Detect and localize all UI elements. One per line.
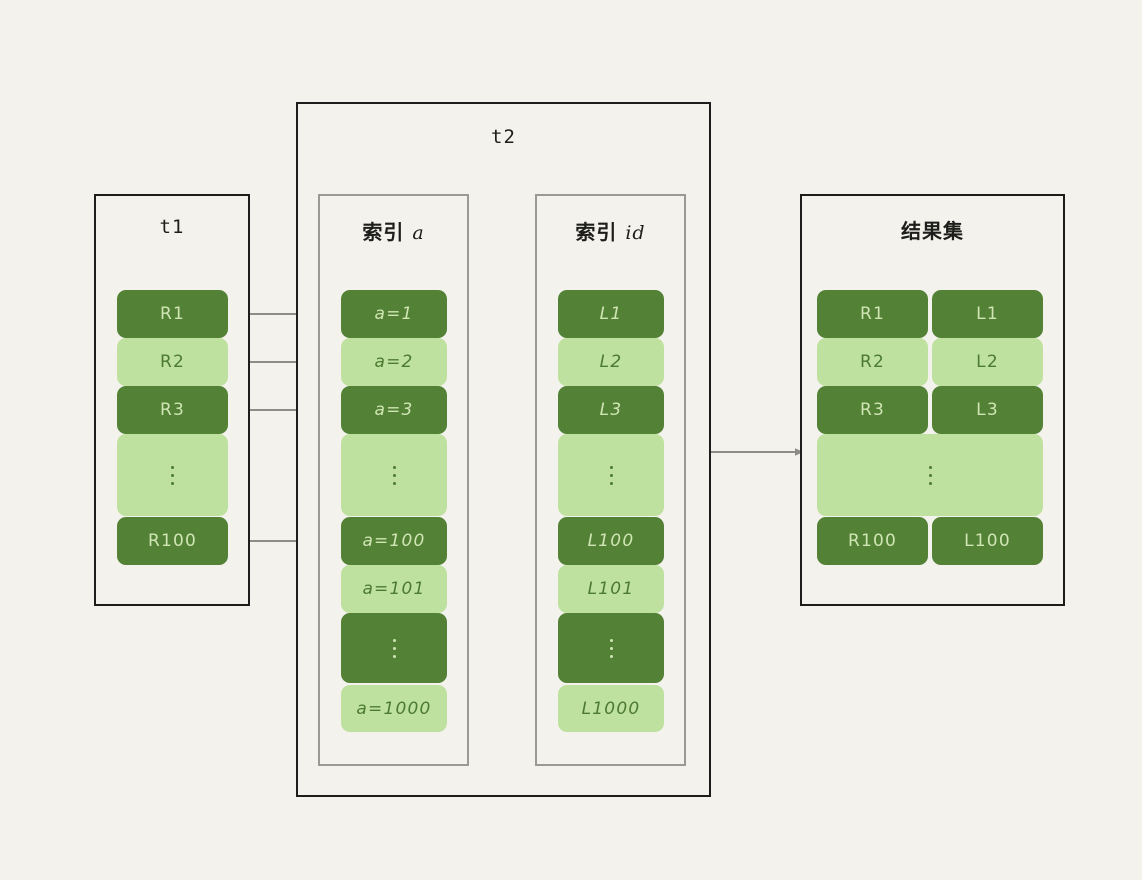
cell-label: L2 [976,352,999,372]
cell-index-a-0[interactable]: a=1 [341,290,447,338]
subframe-index-id-title-latin: id [625,222,646,244]
cell-label: R1 [159,304,186,324]
cell-label: L101 [587,579,635,599]
cell-label: a=3 [374,400,414,420]
cell-label: a=100 [362,531,426,551]
cell-label: a=101 [362,579,426,599]
cell-t1-1[interactable]: R2 [117,338,228,386]
cell-label: L100 [587,531,635,551]
subframe-index-id-title-cjk: 索引 [575,220,618,244]
cell-label: a=1 [374,304,414,324]
cell-label: L100 [964,531,1011,551]
cell-index-id-6[interactable] [558,613,664,683]
cell-label: R2 [859,352,886,372]
cell-t1-0[interactable]: R1 [117,290,228,338]
cell-label: L1000 [581,698,641,719]
frame-result-set-title: 结果集 [901,219,964,243]
cell-index-id-7[interactable]: L1000 [558,685,664,732]
cell-index-a-1[interactable]: a=2 [341,338,447,386]
cell-t1-4[interactable]: R100 [117,517,228,565]
subframe-index-a-title-cjk: 索引 [362,220,405,244]
cell-index-id-5[interactable]: L101 [558,565,664,613]
cell-index-id-1[interactable]: L2 [558,338,664,386]
cell-t1-3[interactable] [117,434,228,516]
cell-label: R3 [159,400,186,420]
cell-label: a=1000 [356,698,432,719]
cell-result-1-right[interactable]: L2 [932,338,1043,386]
cell-label: L3 [599,400,623,420]
cell-label: L2 [599,352,623,372]
cell-result-3[interactable] [817,434,1043,516]
cell-result-0-left[interactable]: R1 [817,290,928,338]
cell-label: R100 [847,531,898,551]
cell-index-a-6[interactable] [341,613,447,683]
cell-result-2-left[interactable]: R3 [817,386,928,434]
cell-label: L3 [976,400,999,420]
cell-index-a-3[interactable] [341,434,447,516]
cell-index-id-4[interactable]: L100 [558,517,664,565]
cell-t1-2[interactable]: R3 [117,386,228,434]
vertical-ellipsis-icon [392,638,396,658]
subframe-index-id-title: 索引 id [537,216,684,245]
cell-index-id-2[interactable]: L3 [558,386,664,434]
cell-result-4-right[interactable]: L100 [932,517,1043,565]
cell-label: L1 [599,304,623,324]
cell-label: R1 [859,304,886,324]
cell-result-2-right[interactable]: L3 [932,386,1043,434]
cell-result-0-right[interactable]: L1 [932,290,1043,338]
subframe-index-a-title: 索引 a [320,216,467,245]
cell-index-id-3[interactable] [558,434,664,516]
cell-label: R2 [159,352,186,372]
vertical-ellipsis-icon [392,465,396,485]
vertical-ellipsis-icon [609,465,613,485]
cell-result-4-left[interactable]: R100 [817,517,928,565]
frame-t2-title: t2 [491,126,516,148]
cell-index-a-7[interactable]: a=1000 [341,685,447,732]
vertical-ellipsis-icon [609,638,613,658]
cell-label: R100 [147,531,198,551]
cell-index-a-2[interactable]: a=3 [341,386,447,434]
subframe-index-a-title-latin: a [412,222,425,244]
vertical-ellipsis-icon [928,465,932,485]
cell-label: R3 [859,400,886,420]
cell-result-1-left[interactable]: R2 [817,338,928,386]
cell-index-id-0[interactable]: L1 [558,290,664,338]
frame-t1-title: t1 [159,216,185,238]
cell-index-a-5[interactable]: a=101 [341,565,447,613]
vertical-ellipsis-icon [171,465,174,485]
cell-label: a=2 [374,352,414,372]
cell-label: L1 [976,304,999,324]
cell-index-a-4[interactable]: a=100 [341,517,447,565]
